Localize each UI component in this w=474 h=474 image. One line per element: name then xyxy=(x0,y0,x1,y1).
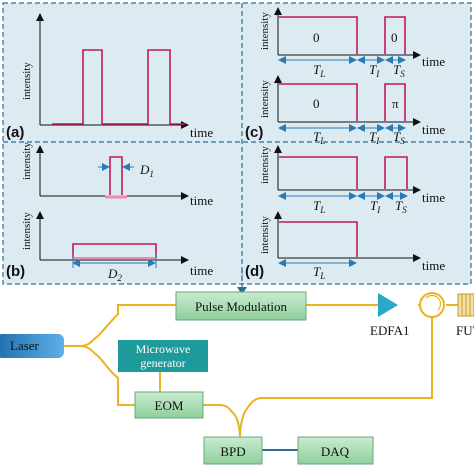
panel-c-top-pulse-long xyxy=(279,16,358,54)
panel-d-top-pulse-short xyxy=(384,156,408,189)
panel-c-bottom-pulse-long xyxy=(279,83,358,121)
panel-a-pulse-1 xyxy=(52,49,103,125)
pulse-modulation-box xyxy=(175,291,307,321)
microwave-label-1: Microwave xyxy=(136,342,191,356)
panel-b: intensity time D1 intensity time D2 (b) xyxy=(6,142,213,283)
svg-text:TL: TL xyxy=(313,198,325,215)
svg-text:D1: D1 xyxy=(139,162,154,179)
panel-a-xlabel: time xyxy=(190,125,213,140)
svg-text:TS: TS xyxy=(393,129,405,146)
panel-a: intensity time (a) xyxy=(6,13,213,141)
panel-c-bottom-pulse-short xyxy=(384,83,406,121)
panel-b-ylabel-top: intensity xyxy=(21,142,33,180)
svg-text:TS: TS xyxy=(395,198,407,215)
fut-label: FUT xyxy=(456,323,474,338)
panel-d-bottom-pulse xyxy=(279,221,358,257)
panel-a-ylabel: intensity xyxy=(21,62,33,100)
laser-label: Laser xyxy=(10,338,40,353)
panel-c-xlabel-top: time xyxy=(422,54,445,69)
panel-c-xlabel-bottom: time xyxy=(422,122,445,137)
daq-label: DAQ xyxy=(321,444,350,459)
panel-c-label: (c) xyxy=(245,124,263,141)
panel-d-xlabel-bottom: time xyxy=(422,258,445,273)
svg-text:TS: TS xyxy=(393,62,405,79)
fiber-circ-return xyxy=(239,318,433,438)
panel-d-ylabel-bottom: intensity xyxy=(259,216,271,254)
fiber-lower xyxy=(79,345,135,406)
svg-text:TI: TI xyxy=(369,62,380,79)
panel-c: intensity time 0 0 TL TI TS intensity ti… xyxy=(245,7,445,146)
panel-b-ylabel-bottom: intensity xyxy=(21,212,33,250)
panel-c-phase-top: 0 xyxy=(313,30,320,45)
panel-b-long-pulse xyxy=(72,243,157,258)
eom-label: EOM xyxy=(155,398,184,413)
panel-b-xlabel-bottom: time xyxy=(190,263,213,278)
panel-d-top-pulse-long xyxy=(279,156,358,189)
edfa-triangle xyxy=(378,293,398,317)
daq-box xyxy=(297,436,374,465)
panel-background xyxy=(2,2,472,285)
panel-b-label: (b) xyxy=(6,263,25,280)
svg-text:D2: D2 xyxy=(107,266,122,283)
panel-b-d1: D xyxy=(139,162,150,177)
panel-c-ylabel-top: intensity xyxy=(259,12,271,50)
panel-a-label: (a) xyxy=(6,124,24,141)
panel-c-phase-bottom: 0 xyxy=(313,96,320,111)
setup: Laser Pulse Modulation Microwave generat… xyxy=(0,291,474,465)
svg-text:TL: TL xyxy=(313,264,325,281)
panel-d-ylabel-top: intensity xyxy=(259,146,271,184)
panel-b-xlabel-top: time xyxy=(190,193,213,208)
panel-b-d2-sub: 2 xyxy=(117,273,122,283)
bpd-label: BPD xyxy=(220,444,245,459)
laser-box xyxy=(0,334,64,358)
svg-text:TI: TI xyxy=(369,129,380,146)
svg-text:TL: TL xyxy=(313,62,325,79)
panel-c-phase-top-s: 0 xyxy=(391,30,398,45)
panel-a-pulse-2 xyxy=(102,49,185,125)
panel-c-top-pulse-short xyxy=(384,16,406,54)
panel-c-ylabel-bottom: intensity xyxy=(259,80,271,118)
panel-c-phase-bottom-s: π xyxy=(392,96,399,111)
eom-box xyxy=(134,391,204,419)
fut-coil-icon xyxy=(457,293,474,317)
microwave-generator-box xyxy=(118,340,208,372)
edfa-label: EDFA1 xyxy=(370,323,409,338)
panel-b-d2: D xyxy=(107,266,118,281)
pulse-modulation-label: Pulse Modulation xyxy=(195,299,288,314)
microwave-label-2: generator xyxy=(140,356,185,370)
bpd-box xyxy=(203,436,263,465)
fiber-upper xyxy=(79,304,176,347)
svg-text:TL: TL xyxy=(313,129,325,146)
panel-b-d1-sub: 1 xyxy=(149,169,154,179)
panel-d: intensity time TL TI TS intensity time T… xyxy=(245,145,445,281)
svg-text:TI: TI xyxy=(370,198,381,215)
panel-d-xlabel-top: time xyxy=(422,190,445,205)
fiber-eom-out xyxy=(203,404,241,438)
panel-d-label: (d) xyxy=(245,263,264,280)
panel-b-short-pulse xyxy=(109,156,123,195)
